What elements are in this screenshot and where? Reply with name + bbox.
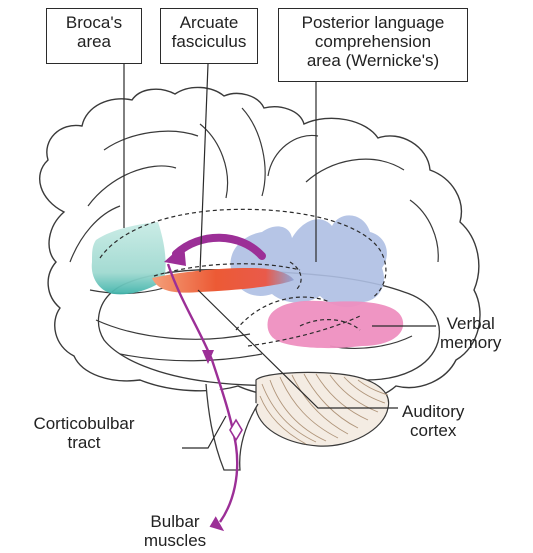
label-broca-area: Broca's area — [46, 8, 142, 64]
label-corticobulbar-tract: Corticobulbar tract — [14, 414, 154, 452]
label-bulbar-muscles: Bulbar muscles — [132, 512, 218, 550]
verbal-memory-area — [268, 301, 404, 348]
label-verbal-memory: Verbal memory — [440, 314, 501, 352]
label-auditory-cortex: Auditory cortex — [402, 402, 464, 440]
label-arcuate-fasciculus: Arcuate fasciculus — [160, 8, 258, 64]
label-wernicke-area: Posterior language comprehension area (W… — [278, 8, 468, 82]
cerebellum — [256, 372, 389, 446]
